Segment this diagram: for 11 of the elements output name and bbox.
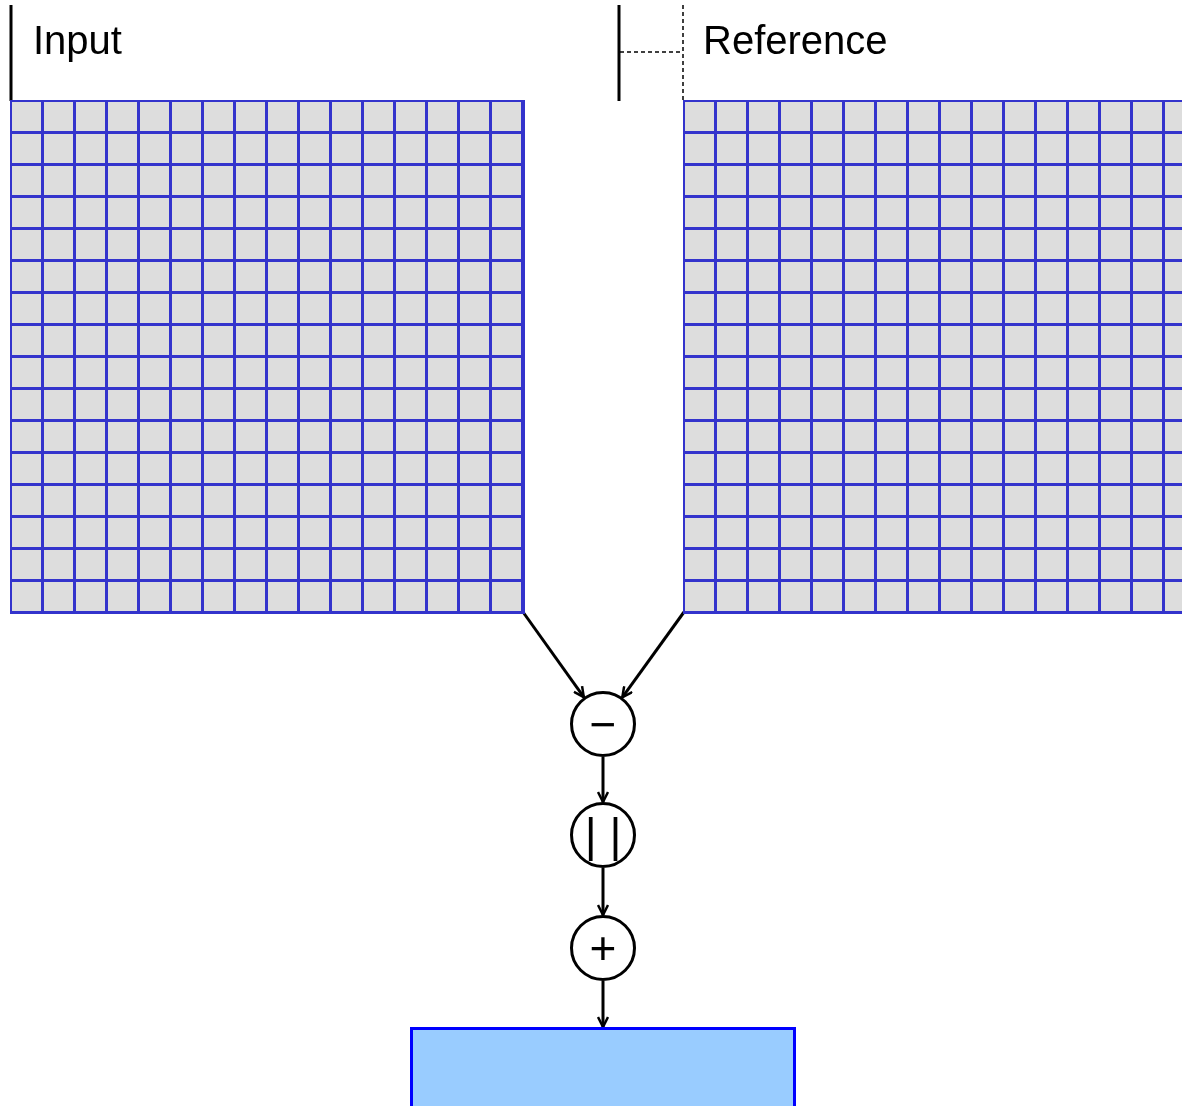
operator-symbol: − <box>589 701 617 747</box>
arrow <box>596 757 610 804</box>
arrow <box>621 611 686 699</box>
arrow <box>596 981 610 1029</box>
output-box <box>410 1027 796 1106</box>
operator-circle <box>570 691 636 757</box>
arrow <box>521 611 586 699</box>
arrow <box>596 868 610 917</box>
grid-heading: Input <box>33 20 122 60</box>
grid-heading: Reference <box>703 20 888 60</box>
operator-symbol: + <box>589 925 617 971</box>
